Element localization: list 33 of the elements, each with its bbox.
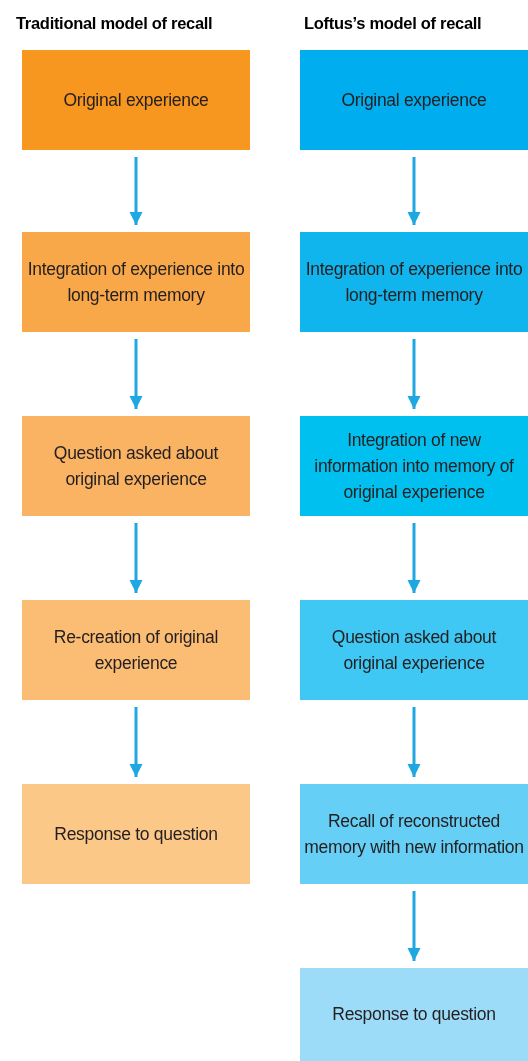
- arrow: [407, 339, 421, 409]
- process-box: [22, 416, 250, 516]
- box-text: Re-creation of original experience: [52, 625, 220, 675]
- box-text: Integration of experience into long-term memory: [304, 257, 524, 307]
- process-box: [300, 784, 528, 884]
- process-box: [22, 50, 250, 150]
- process-box: [300, 50, 528, 150]
- column-heading: Traditional model of recall: [16, 14, 213, 33]
- arrow: [129, 157, 143, 225]
- box-text: Question asked about original experience: [330, 625, 498, 675]
- arrow: [407, 523, 421, 593]
- process-box: [22, 784, 250, 884]
- box-text: Original experience: [341, 88, 487, 112]
- column-heading: Loftus’s model of recall: [304, 14, 482, 33]
- process-box: [300, 416, 528, 516]
- box-text: Integration of new information into memory of original experience: [313, 428, 515, 505]
- process-box: [300, 232, 528, 332]
- arrow: [129, 523, 143, 593]
- box-text: Integration of experience into long-term memory: [26, 257, 246, 307]
- process-box: [22, 232, 250, 332]
- arrow: [129, 707, 143, 777]
- process-box: [300, 968, 528, 1061]
- box-text: Response to question: [54, 822, 218, 846]
- box-text: Recall of reconstructed memory with new information: [304, 809, 524, 859]
- box-text: Original experience: [63, 88, 209, 112]
- arrow: [129, 339, 143, 409]
- arrow: [407, 707, 421, 777]
- process-box: [300, 600, 528, 700]
- box-text: Response to question: [332, 1003, 496, 1027]
- arrow: [407, 157, 421, 225]
- arrow: [407, 891, 421, 961]
- box-text: Question asked about original experience: [52, 441, 220, 491]
- process-box: [22, 600, 250, 700]
